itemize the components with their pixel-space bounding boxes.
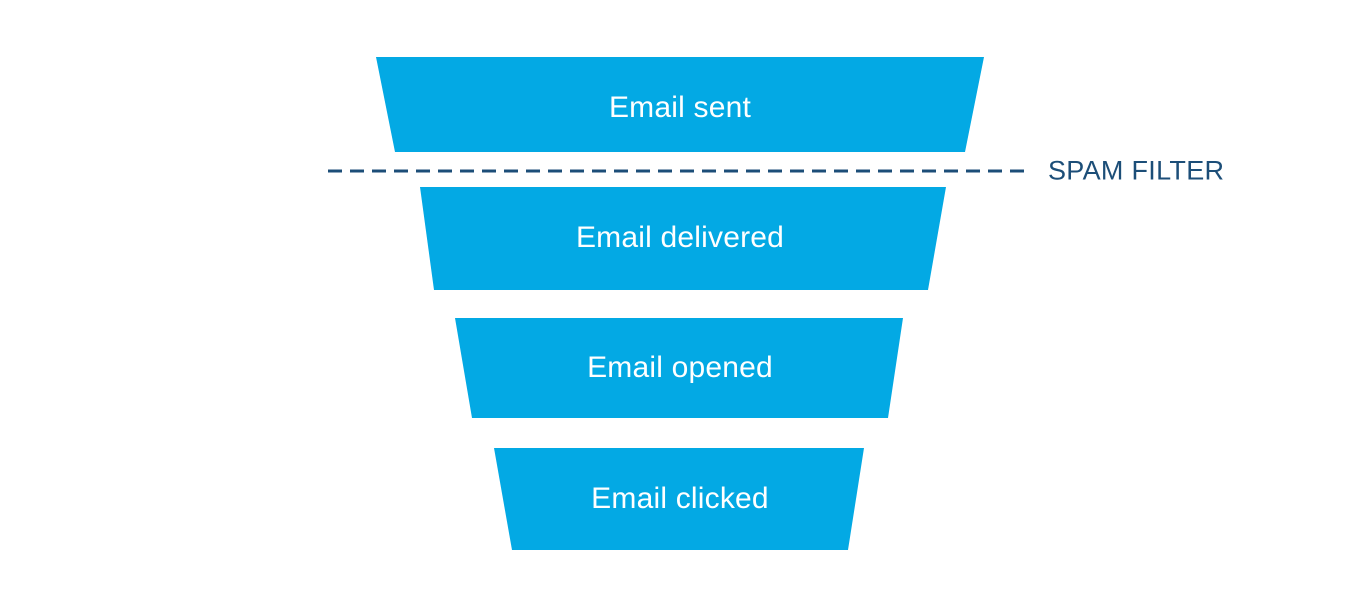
spam-filter-label: SPAM FILTER bbox=[1048, 155, 1225, 186]
funnel-stage-4-shape[interactable] bbox=[494, 448, 864, 550]
funnel-stage-2-shape[interactable] bbox=[420, 187, 946, 290]
funnel-stage-1-shape[interactable] bbox=[376, 57, 984, 152]
funnel-stage-3-shape[interactable] bbox=[455, 318, 903, 418]
